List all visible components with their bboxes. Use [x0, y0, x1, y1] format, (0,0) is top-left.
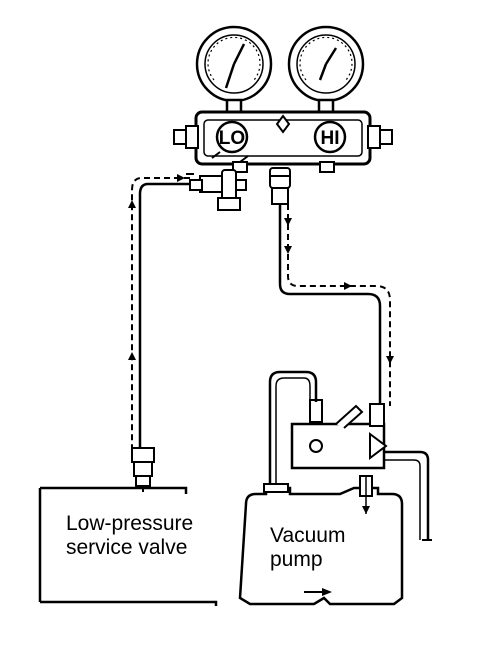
low-side-adapter — [189, 169, 247, 211]
hi-knob-label: HI — [321, 128, 340, 149]
pump-arrow — [304, 506, 370, 596]
service-valve-label-line1: Low-pressure — [66, 512, 194, 535]
center-port-fitting — [269, 167, 291, 205]
low-pressure-gauge — [195, 25, 273, 116]
low-side-coupler — [131, 447, 155, 492]
low-side-hose — [131, 177, 190, 450]
hose-end-marks — [186, 151, 249, 175]
vacuum-pump-label-line1: Vacuum — [270, 524, 346, 547]
center-hose — [278, 204, 391, 406]
center-flow-arrows — [284, 218, 394, 364]
service-valve-label: Low-pressure service valve — [66, 512, 193, 560]
pump-valve-block — [290, 399, 388, 470]
exhaust-pipe — [384, 450, 432, 541]
hi-knob: HI — [313, 120, 347, 154]
vacuum-pump-label: Vacuum pump — [270, 524, 345, 572]
vacuum-pump-body — [238, 475, 404, 606]
lo-knob: LO — [215, 120, 249, 154]
service-valve-label-line2: service valve — [66, 536, 188, 559]
vacuum-pump-label-line2: pump — [270, 548, 323, 571]
pump-return-tube — [268, 370, 318, 494]
lo-knob-label: LO — [219, 128, 245, 149]
low-side-flow-arrows — [128, 174, 185, 360]
gauge-manifold — [173, 110, 393, 173]
high-pressure-gauge — [287, 25, 365, 116]
service-valve-box — [38, 486, 218, 606]
